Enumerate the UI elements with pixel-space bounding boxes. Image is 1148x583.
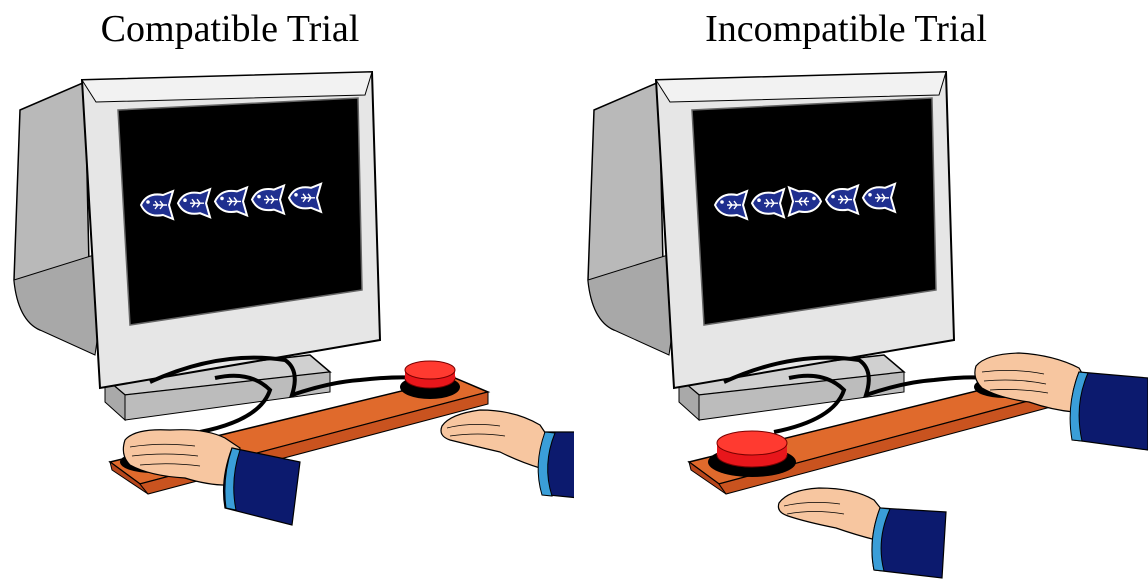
right-cuff [537, 431, 556, 497]
left-facing-fish-icon [713, 189, 749, 221]
monitor-bezel [81, 71, 373, 103]
trial-scene [13, 70, 574, 526]
panel-title: Incompatible Trial [705, 8, 987, 50]
left-hand [122, 429, 241, 486]
panel-title: Compatible Trial [100, 8, 360, 50]
left-facing-fish-icon [287, 182, 323, 214]
left-facing-fish-icon [861, 182, 897, 214]
right-cuff [1069, 371, 1089, 442]
monitor-shell [587, 249, 685, 356]
right-hand [974, 352, 1087, 413]
monitor-stand [698, 371, 905, 421]
trial-scene [587, 70, 1148, 579]
monitor-screen [691, 97, 937, 326]
monitor-shell [13, 249, 111, 356]
flanker-fish-row [713, 182, 897, 221]
right-hand-fingers [446, 424, 506, 437]
monitor-bezel [655, 71, 947, 103]
left-facing-fish-icon [824, 183, 860, 216]
left-facing-fish-icon [750, 187, 786, 219]
left-facing-fish-icon [250, 183, 286, 216]
incompatible-trial-panel: Incompatible Trial [574, 0, 1148, 583]
left-facing-fish-icon [213, 185, 249, 218]
left-cuff [871, 507, 891, 572]
right-hand [440, 409, 551, 469]
right-response-button [404, 360, 456, 380]
button-cable [723, 355, 985, 399]
right-facing-fish-icon [787, 185, 823, 218]
left-hand [777, 487, 887, 541]
button-cable [199, 373, 273, 434]
left-hand-fingers [783, 502, 845, 515]
right-hand-fingers [981, 370, 1049, 394]
left-response-button [716, 430, 788, 456]
left-cuff [224, 447, 241, 511]
left-facing-fish-icon [139, 189, 175, 221]
flanker-fish-row [139, 182, 323, 221]
button-cable [773, 373, 847, 434]
left-hand-fingers [129, 443, 201, 467]
button-cable [149, 355, 421, 399]
compatible-trial-panel: Compatible Trial [13, 8, 574, 526]
left-facing-fish-icon [176, 187, 212, 219]
monitor-stand [124, 371, 331, 421]
